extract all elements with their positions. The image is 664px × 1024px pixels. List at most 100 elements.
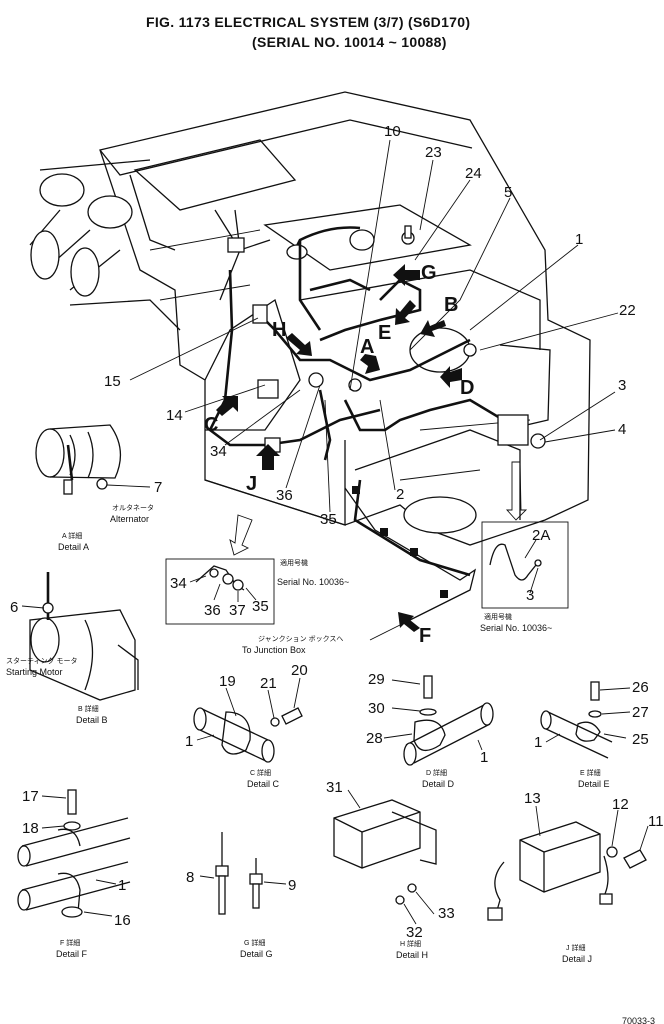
callout-36: 36 — [276, 487, 293, 504]
detail-j-part-12: 12 — [612, 796, 629, 813]
detail-h-caption: Detail H — [396, 950, 428, 960]
callout-23: 23 — [425, 144, 442, 161]
detail-b-caption: Detail B — [76, 715, 108, 725]
arrow-label-c: C — [204, 414, 218, 436]
detail-a-part-7: 7 — [154, 479, 162, 496]
detail-f-part-16: 16 — [114, 912, 131, 929]
callout-2: 2 — [396, 486, 404, 503]
detail-d-part-1: 1 — [480, 749, 488, 766]
detail-f-clamp — [17, 789, 131, 918]
detail-g-caption: Detail G — [240, 949, 273, 959]
detail-d-clamp — [383, 675, 494, 766]
detail-a-caption: Detail A — [58, 542, 89, 552]
leader-lines — [129, 139, 619, 513]
detail-j-part-13: 13 — [524, 790, 541, 807]
detail-d-caption: Detail D — [422, 779, 455, 789]
figure-code: 70033-3 — [622, 1016, 655, 1024]
inset-right-3: 3 — [526, 587, 534, 604]
callout-3: 3 — [618, 377, 626, 394]
detail-d-part-28: 28 — [366, 730, 383, 747]
arrow-label-f: F — [419, 625, 431, 647]
detail-d-caption-jp: D 詳細 — [426, 768, 447, 777]
detail-h-part-33: 33 — [438, 905, 455, 922]
detail-j-unit — [487, 805, 649, 921]
detail-d-part-30: 30 — [368, 700, 385, 717]
detail-a-part-label: Alternator — [110, 514, 149, 524]
junction-note-jp: ジャンクション ボックスへ — [258, 635, 343, 643]
detail-g-caption-jp: G 詳細 — [244, 938, 265, 947]
arrow-label-a: A — [360, 336, 374, 358]
callout-5: 5 — [504, 184, 512, 201]
inset-right-applicable-jp: 適用号機 — [484, 612, 512, 621]
detail-e-caption: Detail E — [578, 779, 610, 789]
junction-note: To Junction Box — [242, 645, 306, 655]
callout-24: 24 — [465, 165, 482, 182]
inset-left-applicable-jp: 適用号機 — [280, 558, 308, 567]
arrow-label-j: J — [246, 473, 257, 495]
detail-e-part-27: 27 — [632, 704, 649, 721]
detail-b-caption-jp: B 詳細 — [78, 704, 99, 713]
detail-f-caption: Detail F — [56, 949, 88, 959]
inset-left-serial: Serial No. 10036~ — [277, 577, 349, 587]
detail-c-clamp — [193, 677, 303, 763]
detail-b-part-6: 6 — [10, 599, 18, 616]
detail-c-part-21: 21 — [260, 675, 277, 692]
detail-g-sensors — [199, 832, 287, 915]
detail-c-caption-jp: C 詳細 — [250, 768, 271, 777]
arrow-label-h: H — [272, 319, 286, 341]
detail-b-starting-motor — [21, 572, 139, 701]
inset-left — [165, 558, 275, 625]
detail-e-clamp — [540, 681, 631, 759]
detail-h-part-31: 31 — [326, 779, 343, 796]
detail-e-part-25: 25 — [632, 731, 649, 748]
inset-left-34: 34 — [170, 575, 187, 592]
detail-f-caption-jp: F 詳細 — [60, 938, 80, 947]
detail-g-part-8: 8 — [186, 869, 194, 886]
detail-f-part-1: 1 — [118, 877, 126, 894]
detail-a-caption-jp: A 詳細 — [62, 531, 82, 540]
view-arrows — [216, 264, 462, 632]
inset-left-37: 37 — [229, 602, 246, 619]
figure-title: FIG. 1173 ELECTRICAL SYSTEM (3/7) (S6D17… — [146, 14, 470, 30]
callout-22: 22 — [619, 302, 636, 319]
detail-h-relay — [333, 789, 437, 925]
inset-left-36: 36 — [204, 602, 221, 619]
detail-f-part-17: 17 — [22, 788, 39, 805]
detail-b-part-label-jp: スターティング モータ — [6, 656, 78, 665]
detail-e-part-1: 1 — [534, 734, 542, 751]
detail-g-part-9: 9 — [288, 877, 296, 894]
detail-h-part-32: 32 — [406, 924, 423, 941]
callout-1: 1 — [575, 231, 583, 248]
detail-f-part-18: 18 — [22, 820, 39, 837]
arrow-label-d: D — [460, 377, 474, 399]
inset-right — [481, 521, 569, 609]
callout-10: 10 — [384, 123, 401, 140]
detail-c-caption: Detail C — [247, 779, 280, 789]
arrow-label-g: G — [421, 262, 437, 284]
detail-b-part-label: Starting Motor — [6, 667, 63, 677]
callout-4: 4 — [618, 421, 626, 438]
detail-e-part-26: 26 — [632, 679, 649, 696]
detail-a-alternator — [35, 424, 151, 495]
arrow-label-b: B — [444, 294, 458, 316]
detail-c-part-20: 20 — [291, 662, 308, 679]
detail-e-caption-jp: E 詳細 — [580, 768, 601, 777]
callout-14: 14 — [166, 407, 183, 424]
detail-j-caption-jp: J 詳細 — [566, 943, 585, 952]
detail-d-part-29: 29 — [368, 671, 385, 688]
detail-a-part-label-jp: オルタネータ — [112, 503, 154, 512]
inset-left-35: 35 — [252, 598, 269, 615]
detail-j-caption: Detail J — [562, 954, 592, 964]
figure-subtitle: (SERIAL NO. 10014 ~ 10088) — [252, 34, 447, 50]
detail-h-caption-jp: H 詳細 — [400, 939, 421, 948]
engine-assembly-illustration — [29, 91, 591, 641]
inset-right-2a: 2A — [532, 527, 550, 544]
detail-c-part-19: 19 — [219, 673, 236, 690]
callout-34: 34 — [210, 443, 227, 460]
detail-c-part-1: 1 — [185, 733, 193, 750]
arrow-label-e: E — [378, 322, 391, 344]
detail-j-part-11: 11 — [648, 813, 664, 830]
callout-35: 35 — [320, 511, 337, 528]
callout-15: 15 — [104, 373, 121, 390]
